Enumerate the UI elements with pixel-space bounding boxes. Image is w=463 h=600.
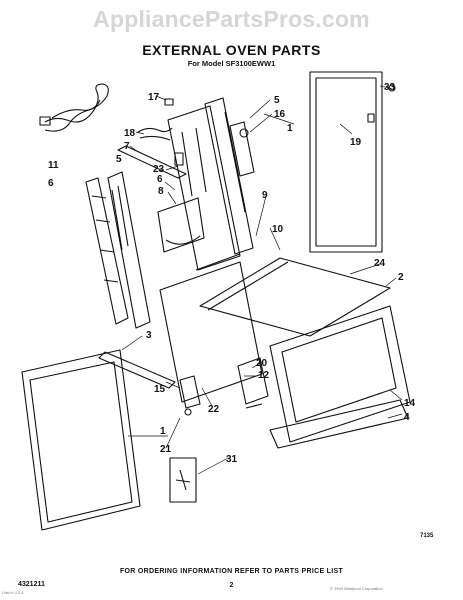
screw-detail-box — [169, 457, 197, 503]
page-title: EXTERNAL OVEN PARTS — [142, 42, 321, 58]
callout-21: 21 — [160, 444, 172, 455]
outer-door-panel — [21, 349, 141, 531]
door-frame — [269, 305, 411, 443]
callout-6-left: 6 — [48, 178, 54, 189]
callout-22: 22 — [208, 404, 220, 415]
print-note: Litho in U.S.A. — [2, 591, 25, 595]
copyright-text: © 1993 Whirlpool Corporation — [330, 586, 383, 591]
callout-10: 10 — [272, 224, 284, 235]
wire-18 — [137, 127, 173, 141]
callout-1-right: 1 — [287, 123, 293, 134]
callout-24: 24 — [374, 258, 386, 269]
callout-17: 17 — [148, 92, 160, 103]
rear-panel — [167, 105, 241, 271]
diagram-linework — [21, 71, 411, 531]
callout-23: 23 — [153, 164, 165, 175]
callout-14: 14 — [404, 398, 416, 409]
callout-18: 18 — [124, 128, 136, 139]
callout-7: 7 — [124, 141, 130, 152]
callout-20: 20 — [256, 358, 268, 369]
callout-1-door: 1 — [160, 426, 166, 437]
oven-back-cover — [159, 261, 263, 403]
callout-2: 2 — [398, 272, 404, 283]
left-side-panel — [85, 177, 129, 325]
wire-harness — [44, 83, 109, 132]
part-number: 4321211 — [18, 581, 45, 588]
ordering-note: FOR ORDERING INFORMATION REFER TO PARTS … — [119, 568, 344, 575]
site-watermark: AppliancePartsPros.com — [93, 6, 370, 32]
callout-5-left: 5 — [116, 154, 122, 165]
callout-12: 12 — [258, 370, 270, 381]
callout-33: 33 — [384, 82, 396, 93]
callout-3: 3 — [146, 330, 152, 341]
callout-19: 19 — [350, 137, 362, 148]
model-subtitle: For Model SF3100EWW1 — [187, 59, 276, 68]
callout-8: 8 — [158, 186, 164, 197]
vent-duct — [157, 197, 205, 253]
callout-5-right: 5 — [274, 95, 280, 106]
top-plate — [199, 257, 391, 337]
callout-9: 9 — [262, 190, 268, 201]
callout-16: 16 — [274, 109, 286, 120]
callout-31: 31 — [226, 454, 238, 465]
drawing-number: 7135 — [420, 533, 434, 539]
callout-6-center: 6 — [157, 174, 163, 185]
callout-15: 15 — [154, 384, 166, 395]
bottom-rail — [98, 351, 176, 389]
callout-11: 11 — [48, 160, 59, 171]
page-number: 2 — [229, 582, 234, 589]
right-side-panel — [309, 71, 383, 253]
callout-labels: 33 17 5 16 1 19 18 7 11 23 6 5 6 8 9 10 … — [48, 82, 416, 465]
callout-4: 4 — [404, 412, 410, 423]
